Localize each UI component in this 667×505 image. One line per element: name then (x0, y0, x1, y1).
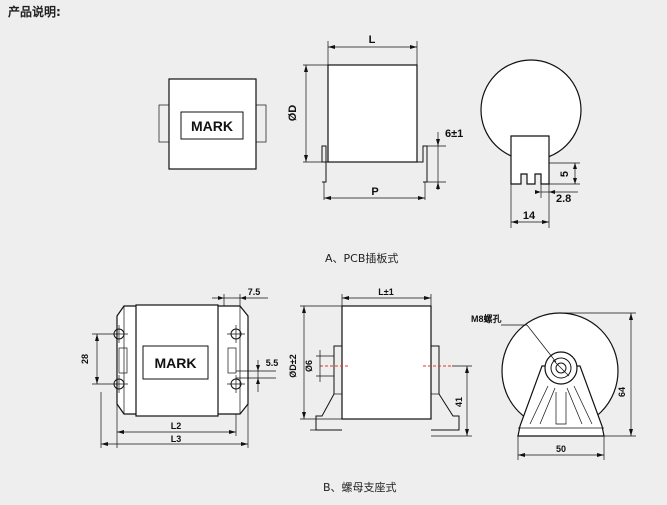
caption-pcb-mount: A、PCB插板式 (325, 252, 399, 265)
dim-28-label: 28 (80, 354, 90, 364)
pcb-side-body (327, 64, 418, 163)
dim-P-label: P (371, 186, 378, 198)
label-m8-hole: M8螺孔 (471, 313, 502, 324)
dim-64-label: 64 (617, 387, 627, 397)
dim-Dpm2-label: ØD±2 (288, 354, 298, 377)
dim-2-8-label: 2.8 (556, 193, 571, 205)
pcb-front-view: MARK (158, 78, 267, 170)
page-header: 产品说明: (8, 5, 61, 19)
pcb-front-mark-box (180, 111, 244, 140)
nut-side-right-bracket (431, 345, 460, 431)
pcb-end-view: 5 2.8 14 (480, 59, 582, 228)
nut-front-body (135, 304, 219, 417)
pcb-front-mark-text: MARK (191, 118, 233, 134)
dim-L-label: L (369, 34, 376, 46)
dim-41-label: 41 (454, 397, 464, 407)
caption-nut-mount: B、螺母支座式 (323, 481, 397, 494)
dim-L3-label: L3 (171, 434, 182, 444)
pcb-side-view: L ØD 6±1 P (287, 34, 463, 200)
nut-end-view: M8螺孔 50 64 (471, 312, 636, 460)
nut-side-view: L±1 ØD±2 Ø6 41 (288, 287, 472, 437)
dim-6pm1-label: 6±1 (445, 128, 463, 140)
nut-m8-hole (555, 362, 567, 374)
pcb-end-terminal (510, 135, 550, 185)
pcb-front-right-tab (255, 104, 267, 143)
nut-front-mark-box (142, 345, 209, 380)
dim-14-label: 14 (523, 210, 536, 222)
nut-front-view: MARK 7.5 28 5.5 L2 L3 (80, 287, 278, 448)
dim-Lpm1-label: L±1 (378, 287, 393, 297)
nut-side-body (341, 305, 432, 420)
dim-L2-label: L2 (171, 421, 182, 431)
dim-D-label: ØD (287, 105, 299, 122)
nut-front-mark-text: MARK (155, 355, 197, 371)
dim-5-label: 5 (559, 171, 571, 177)
dim-50-label: 50 (556, 444, 566, 454)
pcb-right-pin (415, 145, 428, 183)
dim-7-5-label: 7.5 (248, 287, 261, 297)
dim-5-5-label: 5.5 (266, 358, 279, 368)
dim-D6-label: Ø6 (304, 360, 314, 372)
pcb-front-left-tab (158, 104, 170, 143)
